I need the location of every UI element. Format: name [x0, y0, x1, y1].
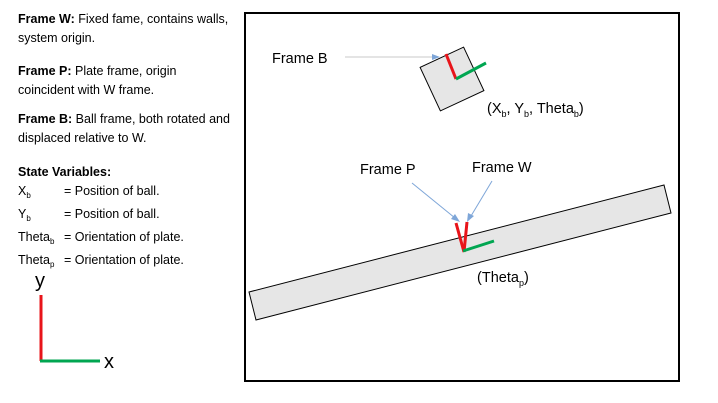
- ball-x-axis: [455, 61, 487, 81]
- state-row-thetap: Thetap = Orientation of plate.: [18, 251, 184, 274]
- y-axis-label: y: [35, 270, 45, 292]
- plate-theta-subscript: p: [519, 278, 524, 288]
- ball-x-subscript: b: [502, 109, 507, 119]
- ball-state-label: (Xb, Yb, Thetab): [487, 101, 584, 119]
- wall-boundary: [244, 12, 680, 382]
- symbol-text: X: [18, 184, 27, 198]
- frame-b-name: Frame B:: [18, 112, 73, 126]
- state-symbol: Thetab: [18, 228, 64, 251]
- frame-p-arrowhead: [451, 214, 460, 222]
- state-row-thetab: Thetab = Orientation of plate.: [18, 228, 184, 251]
- symbol-subscript: b: [49, 237, 55, 246]
- frame-p-text: Plate frame, origin coincident with W fr…: [18, 64, 177, 97]
- world-y-axis: [462, 221, 469, 253]
- frame-w-name: Frame W:: [18, 12, 75, 26]
- state-definition: = Position of ball.: [64, 184, 160, 198]
- plate: [248, 184, 672, 321]
- ball-y-symbol: Y: [514, 101, 524, 117]
- symbol-subscript: b: [26, 214, 31, 223]
- frame-p-label: Frame P: [360, 162, 416, 178]
- frame-b-arrowhead: [432, 54, 440, 60]
- ball-theta-symbol: Theta: [537, 101, 575, 117]
- frame-w-label: Frame W: [472, 160, 532, 176]
- frame-w-arrowhead: [467, 213, 474, 222]
- x-axis-label: x: [104, 351, 114, 373]
- state-symbol: Thetap: [18, 251, 64, 274]
- state-variables-title: State Variables:: [18, 165, 112, 179]
- plate-x-axis: [462, 239, 495, 253]
- ball-theta-subscript: b: [574, 109, 579, 119]
- ball-y-axis: [444, 53, 458, 80]
- frame-w-text: Fixed fame, contains walls, system origi…: [18, 12, 229, 45]
- frame-w-leader: [470, 180, 493, 217]
- ball-y-subscript: b: [524, 109, 529, 119]
- symbol-subscript: b: [26, 191, 31, 200]
- plate-theta-symbol: Theta: [482, 270, 520, 286]
- state-symbol: Yb: [18, 205, 64, 228]
- plate-y-axis: [454, 222, 466, 253]
- state-definition: = Orientation of plate.: [64, 230, 184, 244]
- state-definition: = Position of ball.: [64, 207, 160, 221]
- symbol-text: Theta: [18, 230, 50, 244]
- ball-x-symbol: X: [492, 101, 502, 117]
- state-row-xb: Xb = Position of ball.: [18, 182, 184, 205]
- frame-b-label: Frame B: [272, 51, 328, 67]
- state-symbol: Xb: [18, 182, 64, 205]
- frame-p-description: Frame P: Plate frame, origin coincident …: [18, 62, 233, 100]
- frame-p-leader: [411, 182, 456, 219]
- symbol-text: Y: [18, 207, 27, 221]
- state-definition: = Orientation of plate.: [64, 253, 184, 267]
- state-row-yb: Yb = Position of ball.: [18, 205, 184, 228]
- frame-b-description: Frame B: Ball frame, both rotated and di…: [18, 110, 233, 148]
- plate-state-label: (Thetap): [477, 270, 529, 288]
- axes-legend: y x: [35, 270, 114, 373]
- symbol-subscript: p: [49, 260, 55, 269]
- state-variables: State Variables: Xb = Position of ball. …: [18, 163, 184, 274]
- frame-w-description: Frame W: Fixed fame, contains walls, sys…: [18, 10, 233, 48]
- symbol-text: Theta: [18, 253, 50, 267]
- frame-b-text: Ball frame, both rotated and displaced r…: [18, 112, 230, 145]
- frame-p-name: Frame P:: [18, 64, 72, 78]
